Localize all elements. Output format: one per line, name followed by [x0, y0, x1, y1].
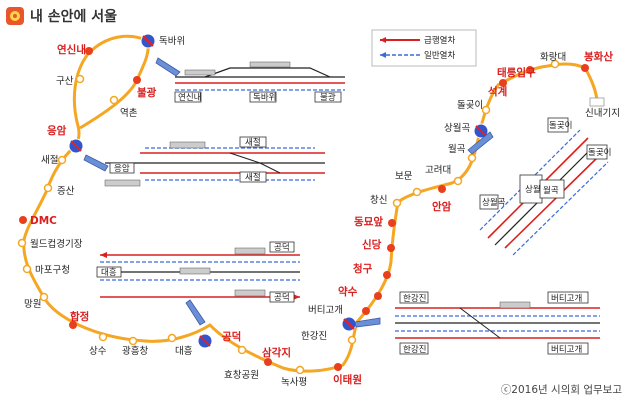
- label-noksapyeong: 녹사평: [281, 377, 307, 388]
- label-sangwolgok: 상월곡: [444, 122, 470, 134]
- inset-a-label-0: 연신내: [178, 93, 201, 103]
- label-samgakji: 삼각지: [262, 346, 291, 359]
- legend-express-label: 급행열차: [424, 35, 455, 46]
- label-hwarangdae: 화랑대: [540, 51, 566, 63]
- label-yeonsinnae: 연신내: [57, 43, 86, 56]
- inset-a-label-2: 불광: [320, 92, 336, 103]
- turnback-marker-sangwolgok: [473, 123, 489, 139]
- turnback-marker-dokbawi: [140, 33, 156, 49]
- inset-a-label-1: 독바위: [253, 92, 276, 103]
- inset-d-label-0: 한강진: [403, 293, 426, 304]
- label-bomun: 보문: [395, 171, 413, 182]
- label-itaewon: 이태원: [333, 373, 362, 386]
- label-bonghwasan: 봉화산: [584, 50, 613, 63]
- label-sindang: 신당: [362, 238, 382, 251]
- label-mangwon: 망원: [24, 299, 41, 310]
- label-sangsu: 상수: [89, 346, 107, 357]
- page-title: 내 손안에 서울: [30, 9, 118, 25]
- label-anam: 안암: [432, 200, 452, 213]
- label-dolgoji: 돌곶이: [457, 100, 483, 111]
- label-hyochang: 효창공원: [224, 370, 259, 381]
- callout-arrows: [83, 57, 494, 328]
- label-changsin: 창신: [370, 195, 387, 206]
- inset-e: 상월곡 월곡 상월곡 돌곶이 돌곶이: [479, 117, 611, 256]
- inset-d-label-3: 버티고개: [551, 344, 582, 355]
- inset-e-label-0: 상월곡: [525, 184, 549, 195]
- label-cheonggu: 청구: [353, 262, 373, 275]
- station-dots: [17, 47, 605, 375]
- line-6-depot-branch: [583, 67, 599, 101]
- label-eungam: 응암: [47, 125, 67, 137]
- label-yeokchon: 역촌: [120, 108, 138, 119]
- inset-e-label-4: 돌곶이: [588, 147, 611, 158]
- label-gusan: 구산: [56, 76, 74, 87]
- label-wolgok: 월곡: [448, 143, 466, 155]
- inset-e-label-2: 상월곡: [482, 197, 506, 208]
- label-hapjeong: 합정: [70, 310, 89, 323]
- inset-b: 응암 새절 새절: [104, 136, 325, 187]
- header: 내 손안에 서울: [6, 5, 117, 27]
- copyright-note: ⓒ2016년 시의회 업무보고: [500, 384, 622, 396]
- inset-c: 대흥 공덕 공덕: [96, 241, 300, 303]
- label-yaksu: 약수: [338, 285, 358, 298]
- inset-a: 연신내 독바위 불광: [174, 61, 345, 103]
- label-gongdeok: 공덕: [222, 330, 241, 343]
- inset-b-label-1: 새절: [245, 138, 261, 148]
- inset-d: 한강진 버티고개 한강진 버티고개: [395, 291, 600, 355]
- label-dongmyo: 동묘앞: [354, 216, 383, 228]
- label-worldcup: 월드컵경기장: [30, 238, 83, 250]
- label-bulgwang: 불광: [137, 87, 157, 99]
- inset-c-label-2: 공덕: [274, 292, 290, 303]
- turnback-marker-eungam: [68, 138, 84, 154]
- turnback-marker-yaksu: [341, 316, 357, 332]
- station-labels: 독바위 연신내 구산 불광 역촌 응암 새절 증산 DMC 월드컵경기장 마포구…: [24, 35, 620, 388]
- inset-b-label-0: 응암: [114, 163, 130, 174]
- label-daeheung: 대흥: [175, 345, 193, 357]
- legend: 급행열차 일반열차: [371, 29, 477, 67]
- label-gwangheung: 광흥창: [122, 345, 148, 357]
- label-taereung: 태릉입구: [497, 66, 536, 79]
- inset-b-label-2: 새절: [245, 173, 261, 183]
- label-saejeol: 새절: [41, 154, 58, 166]
- label-korea: 고려대: [425, 164, 451, 176]
- inset-c-label-0: 대흥: [101, 267, 117, 278]
- seoul-logo-icon: [6, 7, 24, 25]
- inset-e-label-3: 돌곶이: [549, 120, 572, 131]
- inset-e-label-1: 월곡: [543, 185, 559, 196]
- label-seokgye: 석계: [488, 85, 507, 98]
- label-dokbawi: 독바위: [159, 35, 185, 47]
- inset-c-label-1: 공덕: [274, 242, 290, 253]
- label-mapo: 마포구청: [35, 265, 70, 276]
- label-hangangjin: 한강진: [301, 331, 327, 342]
- label-beoti: 버티고개: [308, 305, 343, 316]
- legend-local-label: 일반열차: [424, 50, 455, 61]
- label-sinnae: 신내기지: [585, 108, 620, 119]
- inset-d-label-2: 한강진: [403, 344, 426, 355]
- label-dmc: DMC: [30, 215, 57, 227]
- inset-d-label-1: 버티고개: [551, 293, 582, 304]
- turnback-marker-gongdeok: [197, 333, 213, 349]
- label-jeungsan: 증산: [57, 186, 75, 197]
